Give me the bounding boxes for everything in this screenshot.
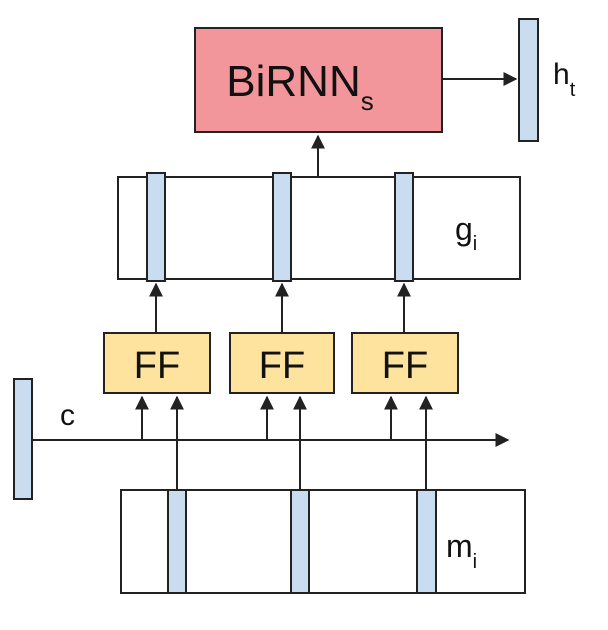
ff-label-1: FF [134, 345, 180, 387]
output-label-main: h [553, 58, 570, 91]
ff-block-3 [351, 332, 459, 394]
gates-label: gi [455, 211, 477, 255]
memory-label: mi [446, 528, 477, 573]
memory-vector-2 [290, 489, 310, 594]
ff-block-1 [103, 332, 211, 394]
gates-label-main: g [455, 211, 473, 247]
birnn-label: BiRNNs [226, 57, 373, 116]
gate-vector-1 [146, 172, 166, 282]
ff-label-3: FF [382, 345, 428, 387]
output-label: ht [553, 58, 576, 101]
memory-label-main: m [446, 528, 473, 564]
memory-vector-3 [416, 489, 437, 594]
gates-block [117, 176, 521, 280]
output-vector [518, 18, 539, 142]
context-label: c [60, 399, 75, 432]
birnn-block [194, 27, 443, 133]
output-label-subscript: t [570, 79, 576, 101]
gates-label-subscript: i [473, 233, 477, 255]
ff-label-2: FF [259, 345, 305, 387]
ff-block-2 [229, 332, 335, 394]
memory-vector-1 [167, 489, 187, 594]
memory-label-subscript: i [473, 551, 477, 573]
birnn-label-subscript: s [361, 86, 374, 116]
context-vector [13, 378, 33, 500]
gate-vector-3 [394, 172, 414, 282]
memory-block [120, 489, 526, 594]
gate-vector-2 [272, 172, 292, 282]
birnn-label-main: BiRNN [226, 57, 360, 106]
